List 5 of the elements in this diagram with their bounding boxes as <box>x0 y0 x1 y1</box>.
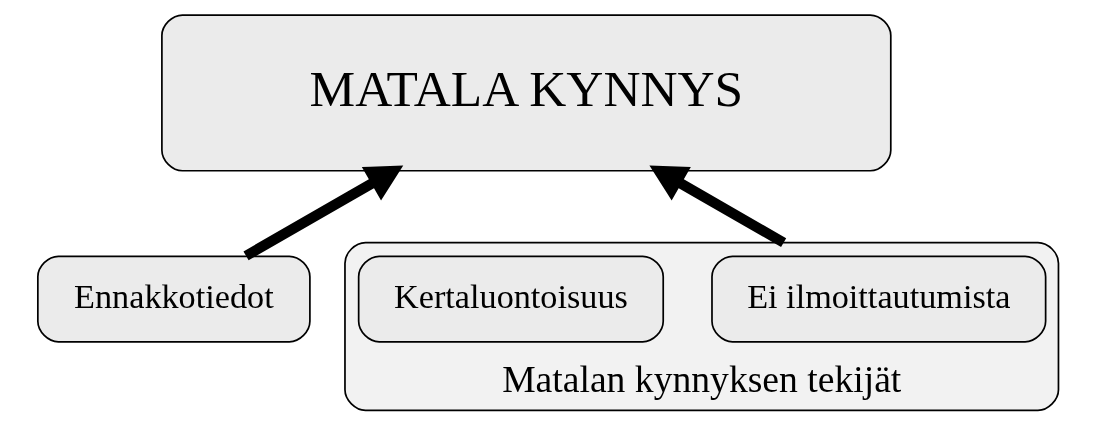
node-box: Ennakkotiedot <box>37 255 311 343</box>
node-box: Ei ilmoittautumista <box>711 255 1047 343</box>
node-box: Kertaluontoisuus <box>357 255 665 343</box>
node-box: MATALA KYNNYS <box>161 14 892 172</box>
arrow <box>649 165 787 248</box>
